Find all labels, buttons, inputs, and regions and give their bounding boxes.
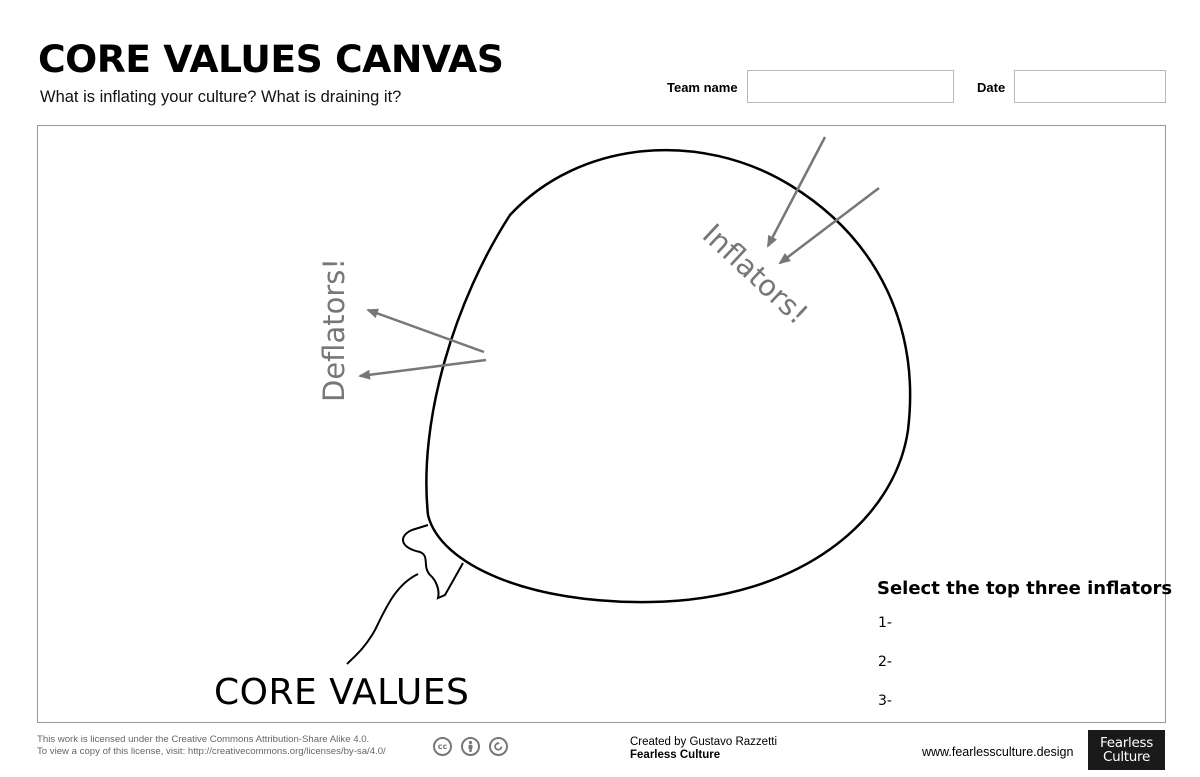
license-line-2[interactable]: To view a copy of this license, visit: h… (37, 746, 386, 757)
deflator-arrow-1 (366, 308, 485, 354)
logo-line-1: Fearless (1100, 735, 1153, 751)
deflator-arrow-2 (358, 358, 487, 380)
org-name: Fearless Culture (630, 749, 721, 761)
inflator-arrow-2 (778, 187, 880, 265)
date-field[interactable] (1014, 70, 1166, 103)
deflators-label: Deflators! (316, 258, 351, 402)
cc-icon: cc (433, 737, 452, 756)
attribution-icon (461, 737, 480, 756)
canvas-area (37, 125, 1166, 723)
inflator-item-2[interactable]: 2- (878, 654, 892, 670)
balloon-string (346, 573, 419, 665)
fearless-culture-logo: Fearless Culture (1088, 730, 1165, 770)
select-top-inflators-title: Select the top three inflators (877, 578, 1173, 599)
team-name-field[interactable] (747, 70, 954, 103)
balloon-knot (402, 524, 464, 600)
page-subtitle: What is inflating your culture? What is … (40, 88, 402, 106)
balloon-shape (425, 148, 912, 604)
inflator-item-1[interactable]: 1- (878, 615, 892, 631)
license-line-1: This work is licensed under the Creative… (37, 734, 370, 745)
page-title: CORE VALUES CANVAS (38, 38, 504, 81)
team-name-label: Team name (667, 80, 738, 95)
inflator-arrow-1 (766, 136, 827, 248)
share-alike-icon (489, 737, 508, 756)
core-values-label: CORE VALUES (214, 672, 470, 713)
date-label: Date (977, 80, 1006, 95)
inflator-item-3[interactable]: 3- (878, 693, 892, 709)
website-link[interactable]: www.fearlessculture.design (922, 745, 1074, 759)
created-by: Created by Gustavo Razzetti (630, 736, 778, 748)
logo-line-2: Culture (1102, 749, 1151, 765)
